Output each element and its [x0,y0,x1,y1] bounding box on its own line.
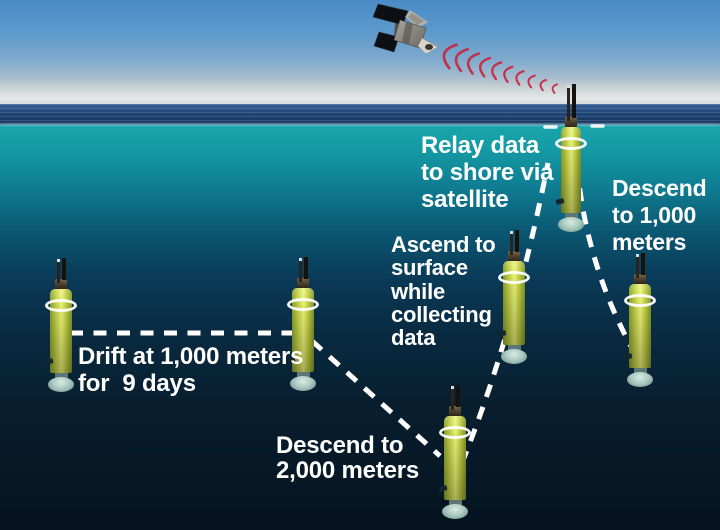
float-base-collar [564,213,578,218]
float-antenna [295,257,311,282]
signal-arc [551,83,559,94]
float-collar-ring [287,298,319,311]
argo-float-deep [437,385,473,519]
float-collar-ring [45,299,77,312]
argo-float-ascending [496,230,532,364]
signal-arc [454,47,470,73]
float-foot [290,376,316,391]
float-foot [442,504,468,519]
float-base-collar [507,345,521,350]
waterline [0,123,720,126]
float-collar-ring [555,137,587,150]
satellite-icon [372,3,439,55]
float-collar-ring [624,294,656,307]
float-collar-ring [439,426,471,439]
float-side-knob [555,198,565,205]
argo-float-drift-start [43,258,79,392]
signal-arc [466,52,481,75]
float-antenna [447,385,463,410]
signal-arc [515,70,525,86]
float-foot [501,349,527,364]
label-descend-1000-meters: Descend to 1,000 meters [612,175,707,255]
float-side-knob [44,358,54,365]
signal-arc [442,43,458,70]
float-base-collar [633,368,647,373]
float-sensor-head [297,278,309,289]
sky-background [0,0,720,108]
float-side-knob [497,330,507,337]
argo-float-descending [622,253,658,387]
float-sensor-head [565,117,577,128]
signal-arc [491,61,503,81]
float-sensor-head [55,279,67,290]
signal-arc [527,74,536,89]
label-descend-2000-meters: Descend to 2,000 meters [276,432,420,485]
float-side-knob [623,353,633,360]
float-base-collar [448,500,462,505]
label-relay-data: Relay data to shore via satellite [421,132,554,214]
signal-waves-icon [442,43,559,94]
descend-2000-path-line [310,339,442,458]
float-body [497,261,530,345]
float-foot [48,377,74,392]
argo-float-surface-relay [553,84,589,232]
float-body [286,288,319,372]
argo-float-drift-end [285,257,321,391]
float-body [438,416,471,500]
label-ascend-to-surface: Ascend to surface while collecting data [391,232,496,351]
signal-arc [478,56,492,78]
float-foot [627,372,653,387]
float-side-knob [438,485,448,492]
underwater-gradient [0,125,720,530]
float-antenna [53,258,69,283]
float-body [44,289,77,373]
float-sensor-head [449,406,461,417]
float-sensor-head [508,251,520,262]
float-sensor-head [634,274,646,285]
float-antenna [506,230,522,255]
signal-arc [539,79,547,92]
float-body [555,127,587,213]
float-base-collar [296,372,310,377]
float-body [623,284,656,368]
signal-arc [503,65,514,84]
label-drift-1000-meters: Drift at 1,000 meters for 9 days [78,343,304,398]
sea-surface-band [0,104,720,125]
float-antenna [563,84,579,121]
float-base-collar [54,373,68,378]
float-antenna [632,253,648,278]
float-foot [558,217,584,232]
float-collar-ring [498,271,530,284]
